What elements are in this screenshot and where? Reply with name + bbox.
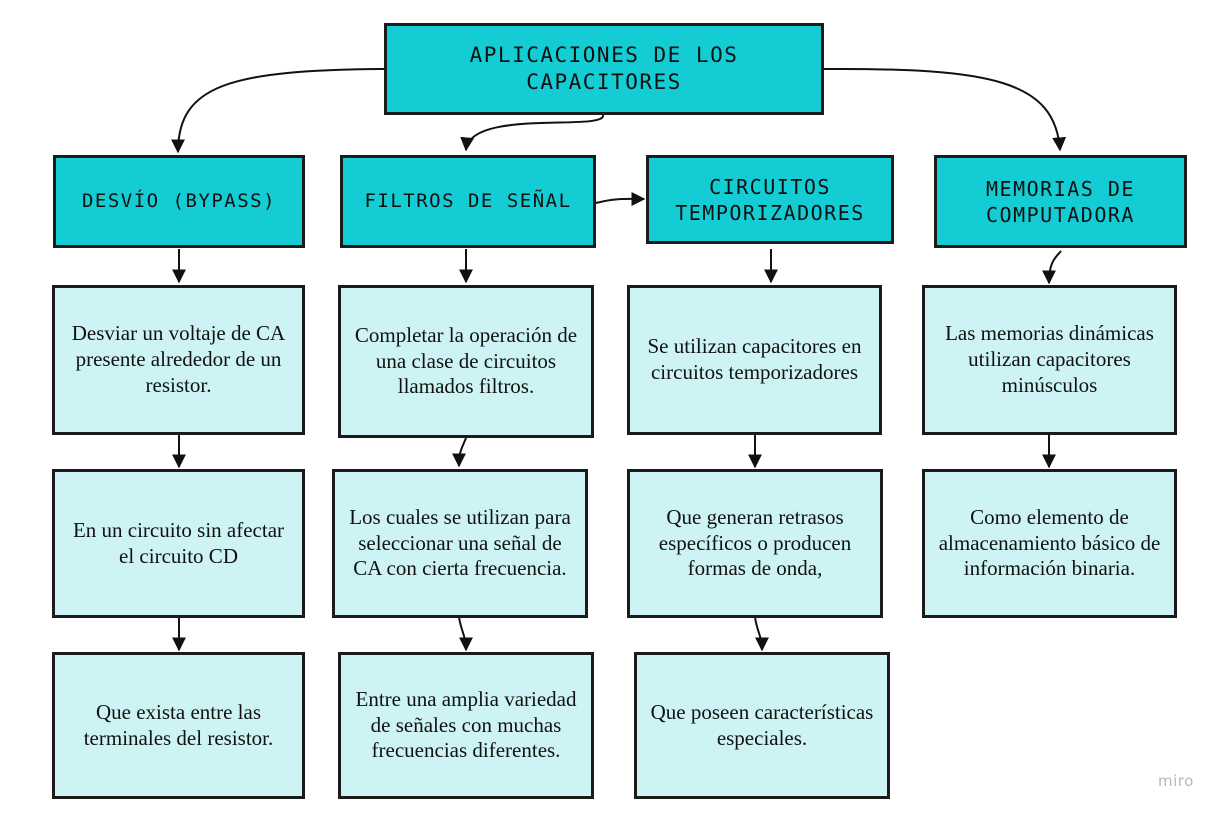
branch-bypass[interactable]: desvío (bypass) xyxy=(53,155,305,248)
connector-filtros-circuitos xyxy=(595,191,646,206)
connector-memorias-1 xyxy=(1042,250,1062,285)
filtros-item-1: Completar la operación de una clase de c… xyxy=(338,285,594,438)
root-label: APLICACIONES DE LOS CAPACITORES xyxy=(469,42,739,94)
memorias-item-1-text: Las memorias dinámicas utilizan capacito… xyxy=(945,321,1154,397)
miro-watermark: miro xyxy=(1158,772,1194,790)
filtros-item-2-text: Los cuales se utilizan para seleccionar … xyxy=(349,504,571,581)
bypass-item-3: Que exista entre las terminales del resi… xyxy=(52,652,305,799)
connector-root-bypass xyxy=(171,68,386,154)
circuitos-item-2: Que generan retrasos específicos o produ… xyxy=(627,469,883,618)
filtros-item-3-text: Entre una amplia variedad de señales con… xyxy=(355,686,577,763)
circuitos-item-3: Que poseen características especiales. xyxy=(634,652,890,799)
root-node[interactable]: APLICACIONES DE LOS CAPACITORES xyxy=(384,23,824,115)
branch-bypass-label: desvío (bypass) xyxy=(81,190,277,213)
memorias-item-1: Las memorias dinámicas utilizan capacito… xyxy=(922,285,1177,435)
branch-memorias-label: MEMORIAS DE COMPUTADORA xyxy=(986,176,1135,227)
branch-circuitos-label: Circuitos temporizadores xyxy=(675,174,865,225)
bypass-item-1-text: Desviar un voltaje de CA presente alrede… xyxy=(71,321,286,397)
branch-filtros-label: filtros de señal xyxy=(364,190,572,213)
bypass-item-2-text: En un circuito sin afectar el circuito C… xyxy=(72,517,285,568)
branch-filtros[interactable]: filtros de señal xyxy=(340,155,596,248)
filtros-item-2: Los cuales se utilizan para seleccionar … xyxy=(332,469,588,618)
connector-root-filtros xyxy=(460,114,604,152)
memorias-item-2: Como elemento de almacenamiento básico d… xyxy=(922,469,1177,618)
circuitos-item-1-text: Se utilizan capacitores en circuitos tem… xyxy=(647,334,862,384)
branch-circuitos[interactable]: Circuitos temporizadores xyxy=(646,155,894,244)
connector-filtros-2 xyxy=(452,437,467,468)
connector-filtros-3 xyxy=(458,616,473,652)
filtros-item-3: Entre una amplia variedad de señales con… xyxy=(338,652,594,799)
circuitos-item-3-text: Que poseen características especiales. xyxy=(650,699,874,750)
bypass-item-2: En un circuito sin afectar el circuito C… xyxy=(52,469,305,618)
connector-root-memorias xyxy=(822,67,1067,152)
memorias-item-2-text: Como elemento de almacenamiento básico d… xyxy=(938,504,1161,581)
branch-memorias[interactable]: MEMORIAS DE COMPUTADORA xyxy=(934,155,1187,248)
circuitos-item-1: Se utilizan capacitores en circuitos tem… xyxy=(627,285,882,435)
circuitos-item-2-text: Que generan retrasos específicos o produ… xyxy=(658,504,852,581)
connector-circuitos-3 xyxy=(754,616,769,652)
bypass-item-3-text: Que exista entre las terminales del resi… xyxy=(83,699,274,750)
filtros-item-1-text: Completar la operación de una clase de c… xyxy=(354,322,578,399)
bypass-item-1: Desviar un voltaje de CA presente alrede… xyxy=(52,285,305,435)
